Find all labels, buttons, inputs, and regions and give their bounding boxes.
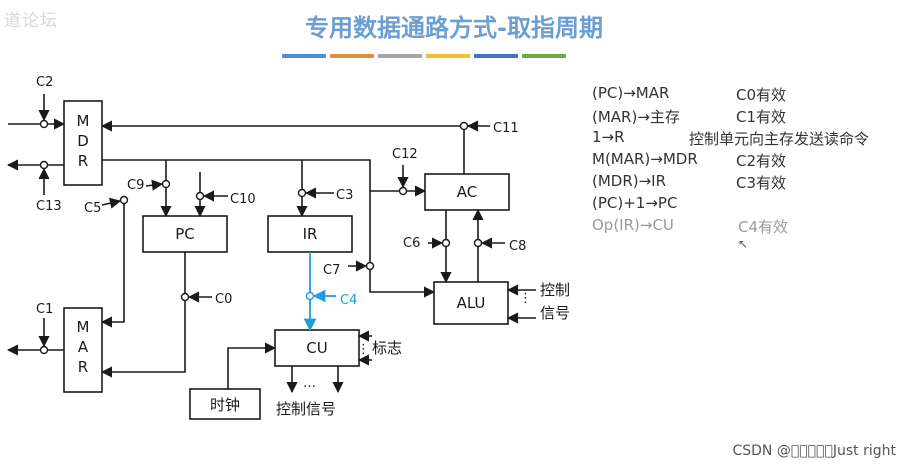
step-4-op: M(MAR)→MDR bbox=[592, 150, 698, 168]
step-2-op: (MAR)→主存 bbox=[592, 108, 680, 126]
step-6-op: (PC)+1→PC bbox=[592, 194, 678, 212]
color-bar-4 bbox=[426, 54, 470, 58]
alu-control-label-2: 信号 bbox=[540, 304, 570, 322]
step-2-note: C1有效 bbox=[736, 108, 787, 126]
signal-c11: C11 bbox=[493, 121, 519, 136]
alu-label: ALU bbox=[457, 294, 486, 312]
mar-label-m: M bbox=[77, 318, 90, 336]
mdr-label-r: R bbox=[78, 152, 88, 170]
signal-c1: C1 bbox=[36, 302, 53, 317]
gate-c1 bbox=[39, 345, 49, 355]
ac-box bbox=[424, 173, 510, 211]
color-bar-6 bbox=[522, 54, 566, 58]
gate-c6 bbox=[441, 238, 451, 248]
color-bar-5 bbox=[474, 54, 518, 58]
mdr-label-d: D bbox=[77, 132, 89, 150]
step-5-note: C3有效 bbox=[736, 174, 787, 192]
csdn-credit: CSDN @     Just right bbox=[732, 443, 896, 459]
signal-c3: C3 bbox=[336, 188, 353, 203]
color-bar-3 bbox=[378, 54, 422, 58]
alu-box bbox=[433, 281, 509, 325]
signal-c8: C8 bbox=[509, 239, 526, 254]
step-3-note: 控制单元向主存发送读命令 bbox=[689, 130, 870, 148]
step-4-note: C2有效 bbox=[736, 152, 787, 170]
watermark: 道论坛 bbox=[4, 11, 58, 31]
ir-label: IR bbox=[303, 225, 318, 243]
mouse-cursor-icon: ↖ bbox=[738, 237, 749, 251]
cu-output-ellipsis: … bbox=[303, 376, 316, 391]
pc-box bbox=[142, 215, 228, 253]
signal-c10: C10 bbox=[230, 192, 256, 207]
mdr-box bbox=[63, 100, 103, 186]
step-1-op: (PC)→MAR bbox=[592, 84, 670, 102]
gate-c5 bbox=[119, 195, 129, 205]
step-3-op: 1→R bbox=[592, 128, 625, 146]
flags-dots: ⋮ bbox=[357, 342, 370, 357]
step-7-note: C4有效 bbox=[738, 218, 789, 236]
gate-c11 bbox=[459, 121, 469, 131]
step-1-note: C0有效 bbox=[736, 86, 787, 104]
gate-c3 bbox=[297, 188, 307, 198]
alu-control-dots: ⋮ bbox=[519, 291, 532, 306]
gate-c9 bbox=[161, 179, 171, 189]
gate-c2 bbox=[39, 119, 49, 129]
signal-c0: C0 bbox=[215, 292, 232, 307]
gate-c13 bbox=[39, 160, 49, 170]
gate-c12 bbox=[398, 186, 408, 196]
cu-box bbox=[274, 329, 360, 367]
step-5-op: (MDR)→IR bbox=[592, 172, 667, 190]
flags-label: 标志 bbox=[372, 339, 402, 357]
color-bar-2 bbox=[330, 54, 374, 58]
pc-label: PC bbox=[175, 225, 195, 243]
gate-c8 bbox=[473, 238, 483, 248]
signal-c12: C12 bbox=[392, 147, 418, 162]
gate-c0 bbox=[180, 292, 190, 302]
signal-c13: C13 bbox=[36, 199, 62, 214]
mdr-label-m: M bbox=[77, 112, 90, 130]
cu-label: CU bbox=[306, 339, 327, 357]
cu-control-label: 控制信号 bbox=[276, 400, 336, 418]
signal-c9: C9 bbox=[127, 178, 144, 193]
alu-control-label-1: 控制 bbox=[540, 281, 570, 299]
step-7-op: Op(IR)→CU bbox=[592, 216, 674, 234]
clock-box bbox=[189, 388, 261, 420]
signal-c2: C2 bbox=[36, 75, 53, 90]
clock-label: 时钟 bbox=[210, 396, 240, 414]
mar-box bbox=[63, 307, 103, 393]
page-title: 专用数据通路方式-取指周期 bbox=[305, 14, 603, 42]
mar-label-a: A bbox=[78, 338, 89, 356]
signal-c7: C7 bbox=[323, 263, 340, 278]
signal-c6: C6 bbox=[403, 236, 420, 251]
ir-box bbox=[267, 215, 353, 253]
color-bar-1 bbox=[282, 54, 326, 58]
gate-c7 bbox=[365, 261, 375, 271]
mar-label-r: R bbox=[78, 358, 88, 376]
signal-c4: C4 bbox=[340, 293, 357, 308]
ac-label: AC bbox=[457, 183, 477, 201]
signal-c5: C5 bbox=[84, 201, 101, 216]
gate-c10 bbox=[195, 191, 205, 201]
gate-c4 bbox=[305, 291, 315, 301]
